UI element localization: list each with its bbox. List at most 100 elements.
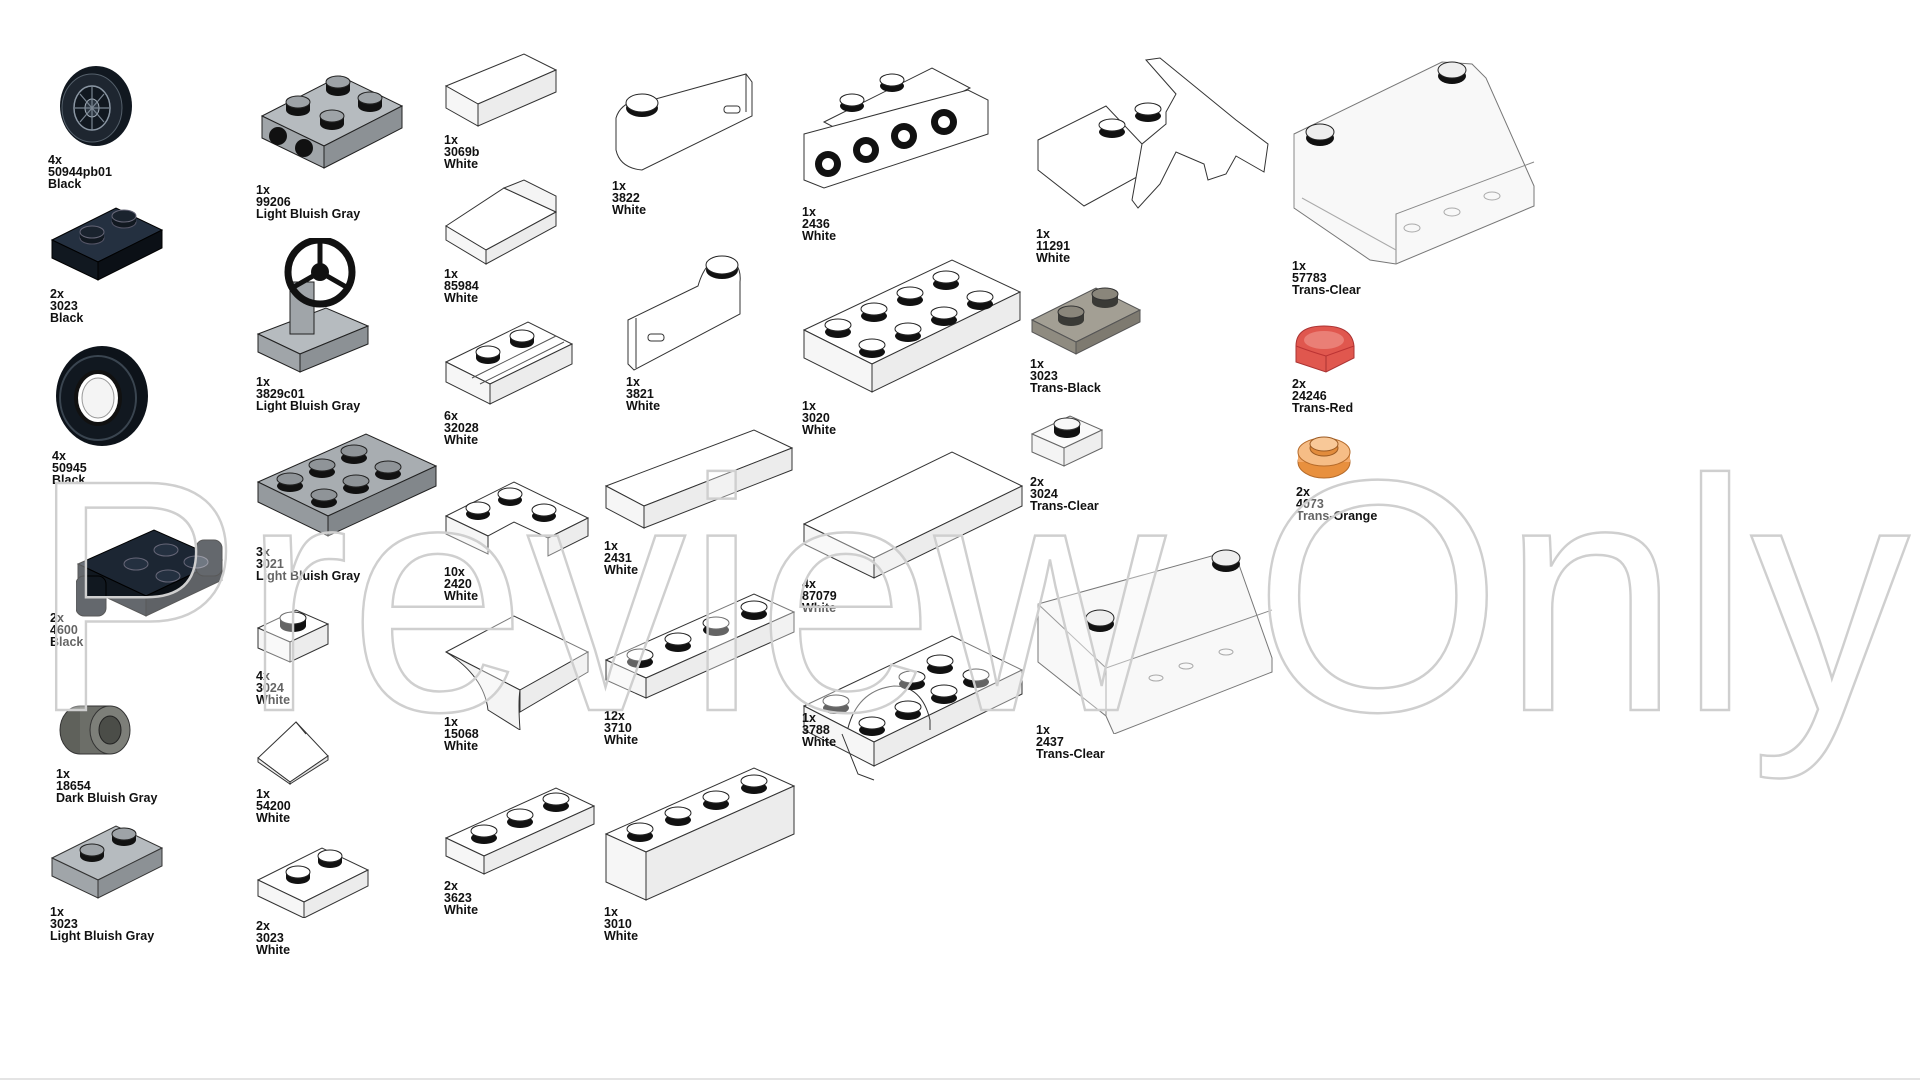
bottom-divider <box>0 1078 1920 1080</box>
part-color: White <box>444 589 479 603</box>
part-color: Dark Bluish Gray <box>56 791 158 805</box>
part-color: White <box>802 229 837 243</box>
part-id: 3023 <box>50 917 78 931</box>
part-item: 2x 3023 White <box>256 840 370 956</box>
part-color: White <box>444 903 479 917</box>
part-qty: 1x <box>256 787 270 801</box>
part-qty: 6x <box>444 409 458 423</box>
part-caption: 12x 3710 White <box>604 710 796 747</box>
part-caption: 1x 2431 White <box>604 539 794 577</box>
slope-1x2-icon <box>445 179 558 265</box>
part-item: 12x 3710 White <box>604 586 796 746</box>
part-caption: 2x 3623 White <box>444 879 596 917</box>
part-item: 1x 3069b White <box>444 52 558 170</box>
part-id: 3010 <box>604 917 632 931</box>
part-item: 1x 3023 Trans-Black <box>1030 280 1142 394</box>
part-caption: 4x 50944pb01 Black <box>48 154 138 191</box>
part-id: 85984 <box>444 279 479 293</box>
part-id: 3023 <box>50 299 78 313</box>
part-caption: 1x 3010 White <box>604 906 796 943</box>
part-color: Trans-Black <box>1030 381 1101 395</box>
part-id: 3020 <box>802 411 830 425</box>
part-qty: 1x <box>604 539 618 553</box>
part-qty: 1x <box>444 267 458 281</box>
brick-1x4-icon <box>604 767 796 901</box>
part-caption: 1x 85984 White <box>444 267 558 305</box>
part-id: 3023 <box>1030 369 1058 383</box>
part-id: 3829c01 <box>256 387 305 401</box>
part-item: 2x 4600 Black <box>50 520 226 648</box>
part-item: 1x 11291 White <box>1036 56 1272 264</box>
plate-1x1-icon <box>256 609 330 663</box>
part-caption: 4x 87079 White <box>802 577 1024 615</box>
wedge-wing-icon <box>1037 57 1269 209</box>
part-color: Trans-Orange <box>1296 509 1378 523</box>
corner-plate-icon <box>444 481 590 557</box>
part-caption: 2x 3023 Black <box>50 287 164 325</box>
part-id: 2436 <box>802 217 830 231</box>
part-caption: 1x 3023 Light Bluish Gray <box>50 906 164 943</box>
part-color: White <box>256 943 291 957</box>
part-color: White <box>444 157 479 171</box>
part-id: 57783 <box>1292 271 1327 285</box>
part-qty: 1x <box>256 183 270 197</box>
part-color: Light Bluish Gray <box>256 569 361 583</box>
part-color: White <box>444 739 479 753</box>
part-caption: 2x 3023 White <box>256 919 370 957</box>
part-color: White <box>256 811 291 825</box>
part-item: 4x 50944pb01 Black <box>48 62 138 190</box>
part-qty: 1x <box>1036 227 1050 241</box>
part-caption: 2x 4073 Trans-Orange <box>1296 486 1378 523</box>
curved-slope-icon <box>444 615 590 730</box>
part-id: 3069b <box>444 145 480 159</box>
part-item: 1x 3020 White <box>802 256 1022 436</box>
part-color: White <box>802 735 837 749</box>
part-qty: 10x <box>444 565 465 579</box>
part-item: 1x 3822 White <box>612 72 756 216</box>
part-item: 4x 3024 White <box>256 604 330 706</box>
part-color: White <box>604 929 639 943</box>
part-caption: 6x 32028 White <box>444 409 574 447</box>
part-color: White <box>604 733 639 747</box>
part-qty: 4x <box>802 577 816 591</box>
part-caption: 1x 3822 White <box>612 180 756 217</box>
part-color: White <box>256 693 291 707</box>
part-item: 2x 4073 Trans-Orange <box>1296 432 1377 522</box>
part-caption: 2x 24246 Trans-Red <box>1292 378 1358 415</box>
part-color: Black <box>52 473 86 487</box>
plate-2x4-icon <box>802 259 1022 393</box>
part-caption: 1x 3023 Trans-Black <box>1030 357 1142 395</box>
part-id: 32028 <box>444 421 479 435</box>
part-qty: 3x <box>256 545 270 559</box>
part-id: 99206 <box>256 195 291 209</box>
wheel-rim-icon <box>60 66 132 146</box>
part-qty: 2x <box>444 879 458 893</box>
part-item: 6x 32028 White <box>444 318 574 446</box>
windscreen-icon <box>1037 549 1273 734</box>
part-caption: 1x 54200 White <box>256 787 330 825</box>
part-qty: 1x <box>444 133 458 147</box>
part-qty: 1x <box>1292 259 1306 273</box>
part-color: White <box>626 399 661 413</box>
plate-1x2-icon <box>256 847 370 918</box>
technic-pin-icon <box>59 705 131 755</box>
part-id: 87079 <box>802 589 837 603</box>
part-item: 1x 2437 Trans-Clear <box>1036 548 1274 760</box>
part-color: Black <box>50 311 84 325</box>
part-qty: 2x <box>50 287 64 301</box>
part-qty: 1x <box>56 767 70 781</box>
part-id: 15068 <box>444 727 479 741</box>
part-id: 11291 <box>1036 239 1071 253</box>
plate-1x3-icon <box>444 787 596 875</box>
plate-1x2-icon <box>50 825 164 899</box>
fender-plate-icon <box>802 635 1024 781</box>
part-color: Trans-Red <box>1292 401 1354 415</box>
part-item: 10x 2420 White <box>444 470 590 602</box>
tire-icon <box>56 346 148 446</box>
part-qty: 2x <box>256 919 270 933</box>
part-id: 2431 <box>604 551 632 565</box>
part-id: 3021 <box>256 557 284 571</box>
part-qty: 1x <box>802 399 816 413</box>
part-qty: 1x <box>1030 357 1044 371</box>
